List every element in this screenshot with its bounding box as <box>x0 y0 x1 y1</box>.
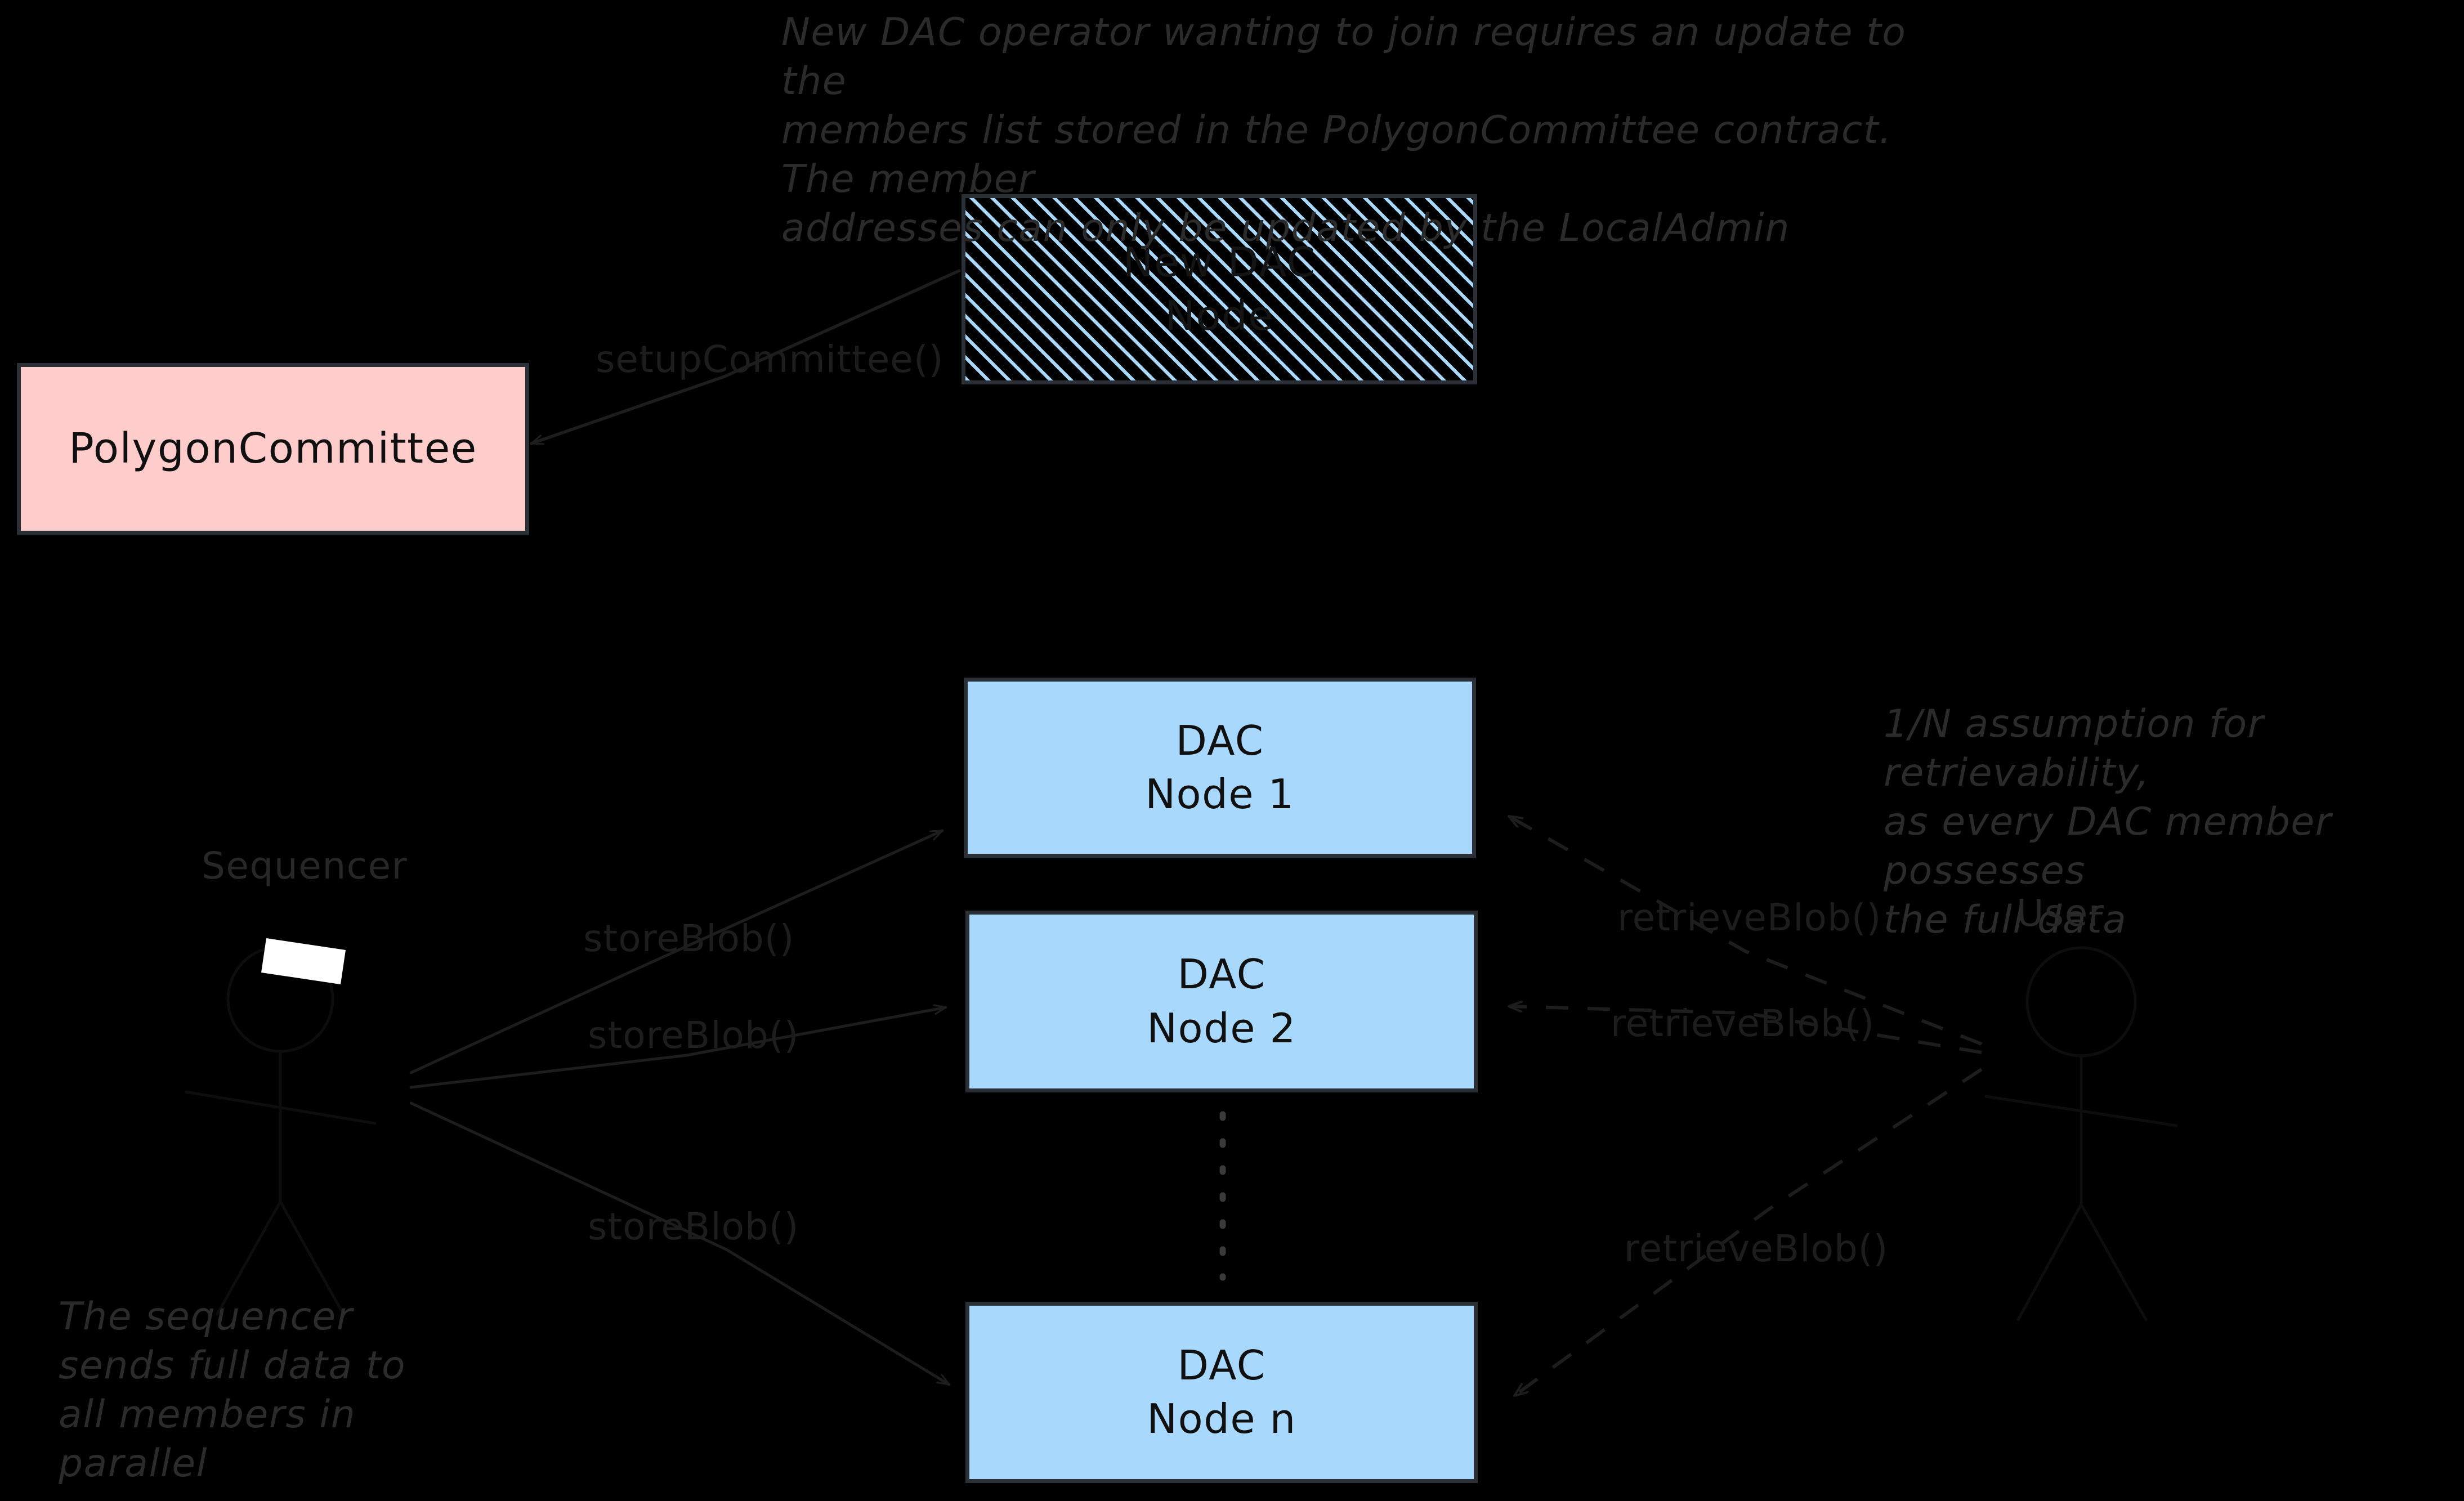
edge-retrieve-blob-1 <box>1509 814 1983 1046</box>
note-new-dac-operator: New DAC operator wanting to join require… <box>781 10 1907 251</box>
node-dac-node-n-line2: Node n <box>1147 1395 1296 1442</box>
edge-setup-committee <box>530 269 961 445</box>
node-new-dac-node-line2: Node <box>1165 292 1274 339</box>
note-sequencer-parallel: The sequencer sends full data to all mem… <box>59 1294 406 1486</box>
node-polygon-committee-label: PolygonCommittee <box>69 424 477 473</box>
node-dac-node-1-line1: DAC <box>1175 716 1264 764</box>
sequencer-actor-figure <box>184 945 377 1316</box>
node-dac-node-2-line1: DAC <box>1177 951 1266 998</box>
edge-store-blob-2 <box>409 1007 947 1089</box>
node-polygon-committee[interactable]: PolygonCommittee <box>17 363 529 535</box>
actor-label-sequencer: Sequencer <box>202 844 408 888</box>
actor-label-user: User <box>2016 891 2105 935</box>
node-dac-node-2-line2: Node 2 <box>1147 1004 1296 1052</box>
node-dac-node-n[interactable]: DAC Node n <box>965 1302 1478 1483</box>
edge-label-retrieve-blob-n: retrieveBlob() <box>1624 1227 1889 1270</box>
edge-label-setup-committee: setupCommittee() <box>596 338 944 381</box>
note-retrievability: 1/N assumption for retrievability, as ev… <box>1884 702 2332 943</box>
node-dac-node-1-line2: Node 1 <box>1145 770 1295 818</box>
edge-store-blob-n <box>409 1101 951 1386</box>
node-dac-node-2[interactable]: DAC Node 2 <box>965 911 1478 1092</box>
sequencer-white-badge <box>261 938 346 984</box>
edge-label-store-blob-1: storeBlob() <box>583 917 795 960</box>
edge-store-blob-1 <box>409 829 944 1074</box>
edge-label-retrieve-blob-2: retrieveBlob() <box>1611 1002 1875 1045</box>
node-dac-node-1[interactable]: DAC Node 1 <box>964 678 1476 858</box>
user-actor-figure <box>1984 946 2178 1321</box>
edge-label-retrieve-blob-1: retrieveBlob() <box>1617 896 1882 939</box>
node-new-dac-node[interactable]: New DAC Node <box>962 194 1477 384</box>
edge-label-store-blob-2: storeBlob() <box>588 1014 799 1057</box>
edge-label-store-blob-n: storeBlob() <box>588 1205 799 1248</box>
node-new-dac-node-line1: New DAC <box>1123 238 1316 286</box>
edge-retrieve-blob-n <box>1514 1068 1983 1397</box>
edge-retrieve-blob-2 <box>1509 1006 1982 1054</box>
node-dac-node-n-line1: DAC <box>1177 1341 1266 1389</box>
